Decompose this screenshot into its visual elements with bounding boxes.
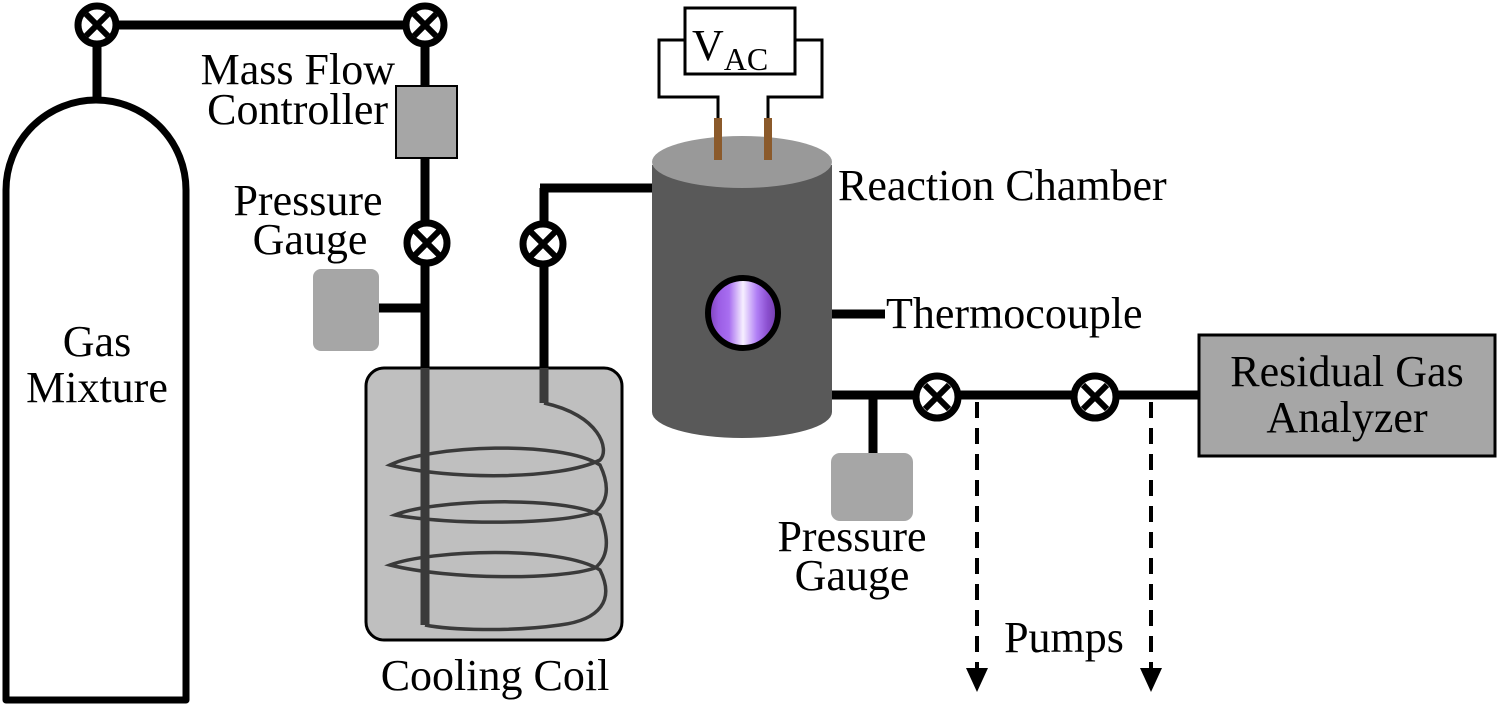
thermocouple-label: Thermocouple [886,289,1143,338]
reaction-chamber-label: Reaction Chamber [838,161,1167,210]
reaction-chamber: Reaction Chamber [652,118,1167,438]
gas-cylinder: Gas Mixture [2,96,190,704]
power-supply: VAC [657,6,824,122]
reaction-chamber-top [652,136,832,188]
power-supply-label: VAC [692,21,768,77]
gas-cylinder-label-1: Gas [63,317,131,366]
valve-x-icon-stroke [528,229,558,259]
rga-box [1197,333,1497,458]
pressure-gauge-outlet-label-2: Gauge [795,551,910,600]
pressure-gauge-inlet-label-1: Pressure [233,176,382,225]
valve-x-icon-stroke [411,11,439,39]
valve-mfc-top[interactable] [402,2,448,48]
mfc-label-1: Mass Flow [201,45,396,94]
cooling-coil-bath [364,366,624,642]
pump-arrow-2-icon [1140,668,1162,692]
rga-label-2: Analyzer [1266,393,1428,442]
power-supply-box [683,6,797,76]
rga-label-1: Residual Gas [1230,347,1463,396]
valve-x-icon-stroke [922,382,952,412]
valve-x-icon-stroke [412,228,442,258]
pressure-gauge-inlet-label-2: Gauge [253,215,368,264]
mass-flow-controller-box [395,85,458,159]
electrode-left [714,118,722,160]
valve-outlet-1[interactable] [912,372,962,422]
valve-x-icon-stroke [1080,382,1110,412]
pressure-gauge-outlet: Pressure Gauge [777,453,927,600]
valve-cylinder-top[interactable] [74,2,120,48]
gas-cylinder-body [2,96,190,704]
pump-arrow-1-icon [966,668,988,692]
valve-outlet-2[interactable] [1070,372,1120,422]
valve-coil-outlet[interactable] [519,220,567,268]
valve-mfc-bottom[interactable] [403,219,451,267]
pipework [92,20,1200,456]
power-wire-right [766,38,824,122]
pressure-gauge-inlet: Pressure Gauge [233,176,383,351]
valve-x-icon-stroke [83,11,111,39]
power-supply-label-main: V [692,21,724,70]
cooling-coil: Cooling Coil [364,366,624,700]
gas-cylinder-label-2: Mixture [26,363,168,412]
pressure-gauge-inlet-box [313,269,379,351]
cooling-coil-label: Cooling Coil [381,651,610,700]
pumps: Pumps [966,402,1162,692]
mass-flow-controller: Mass Flow Controller [201,45,458,159]
electrode-right [764,118,772,160]
pressure-gauge-outlet-label-1: Pressure [777,512,926,561]
residual-gas-analyzer: Residual Gas Analyzer [1197,333,1497,458]
power-supply-label-sub: AC [724,41,768,77]
pressure-gauge-outlet-box [831,453,913,521]
power-wire-left [657,38,720,122]
pumps-label: Pumps [1004,613,1124,662]
coil-helix [384,401,609,632]
viewport-plasma-window [705,275,781,351]
mfc-label-2: Controller [207,85,388,134]
